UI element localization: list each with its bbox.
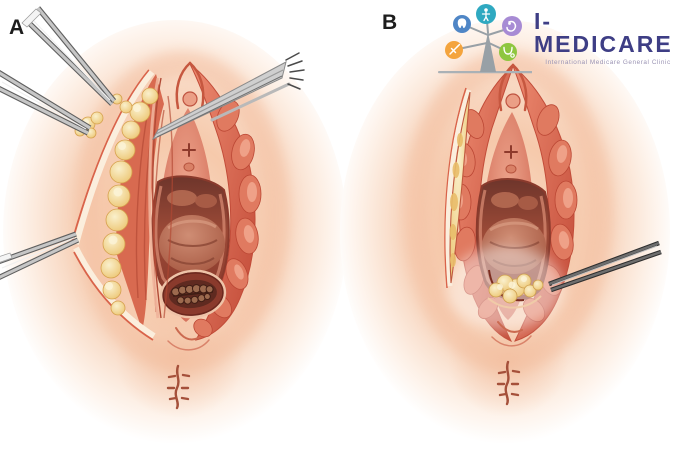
fetus-icon <box>502 16 522 36</box>
panel-a-illustration <box>0 6 347 444</box>
fat-lobules-a <box>74 87 159 316</box>
forceps-lower-left <box>0 231 80 280</box>
scalpel-upper-right <box>151 52 305 141</box>
elliptical-incision-b <box>444 87 472 289</box>
stethoscope-icon <box>499 43 517 61</box>
urethral-meatus-a <box>182 143 196 172</box>
suture-stitches <box>171 284 214 305</box>
sutured-pouch-a <box>159 269 227 319</box>
clitoris-a <box>175 61 205 110</box>
tree-trunk <box>480 32 496 72</box>
clitoris-b <box>498 63 528 112</box>
panel-b-label: B <box>382 11 398 34</box>
logo-ground-line <box>438 71 532 74</box>
panel-a-label: A <box>9 16 25 39</box>
fourchette-b <box>491 321 532 347</box>
cyst <box>488 273 544 304</box>
logo-text-block: I-MEDICARE International Medicare Genera… <box>534 8 682 67</box>
clinic-logo: I-MEDICARE International Medicare Genera… <box>424 2 682 80</box>
fourchette-a <box>167 327 210 351</box>
anus-a <box>166 364 191 410</box>
dark-forceps-right <box>548 240 662 293</box>
forceps-upper-left <box>21 6 117 106</box>
urethral-meatus-b <box>504 145 518 174</box>
forceps-middle-left <box>0 70 92 136</box>
cyst-removal-b <box>447 240 662 330</box>
logo-tree-graphic <box>438 4 532 74</box>
anus-b <box>496 360 521 406</box>
clinic-name: I-MEDICARE <box>534 8 673 57</box>
panel-b-illustration <box>340 20 670 444</box>
clinic-tagline: International Medicare General Clinic <box>545 59 671 66</box>
